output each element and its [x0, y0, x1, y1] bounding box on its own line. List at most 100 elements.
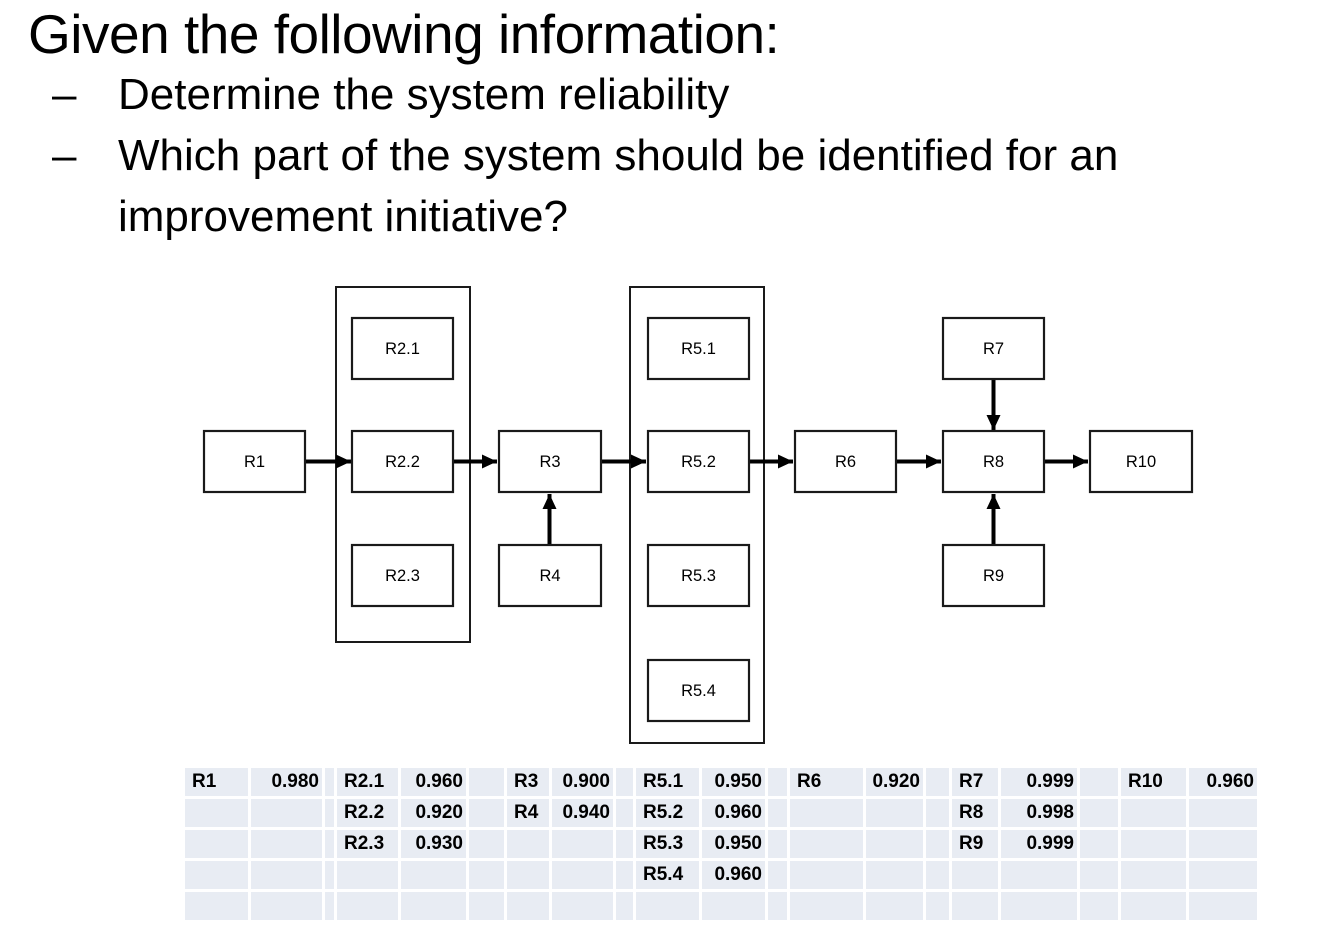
- node-box-r2-3: [350, 543, 455, 608]
- component-label-cell: R2.2: [337, 799, 398, 827]
- component-label-cell: R9: [952, 830, 998, 858]
- table-spacer-cell: [1080, 861, 1118, 889]
- reliability-value-cell: [866, 861, 923, 889]
- table-spacer-cell: [926, 799, 949, 827]
- node-box-r5-3: [646, 543, 751, 608]
- component-label-cell: [337, 861, 398, 889]
- bullet-list: – Determine the system reliability – Whi…: [52, 64, 1304, 247]
- table-spacer-cell: [768, 861, 787, 889]
- component-label-cell: [790, 861, 863, 889]
- parallel-group-r5-box: [629, 286, 765, 744]
- reliability-value-cell: [552, 830, 613, 858]
- node-box-r10: [1088, 429, 1194, 494]
- reliability-value-cell: [1189, 799, 1257, 827]
- reliability-value-cell: [866, 892, 923, 920]
- component-label-cell: [1121, 892, 1186, 920]
- table-spacer-cell: [926, 861, 949, 889]
- reliability-value-cell: 0.999: [1001, 768, 1077, 796]
- component-label-cell: [636, 892, 699, 920]
- component-label-cell: R7: [952, 768, 998, 796]
- node-box-r5-1: [646, 316, 751, 381]
- reliability-value-cell: [1189, 830, 1257, 858]
- table-spacer-cell: [616, 799, 633, 827]
- table-spacer-cell: [1080, 768, 1118, 796]
- reliability-value-cell: 0.998: [1001, 799, 1077, 827]
- table-spacer-cell: [616, 768, 633, 796]
- component-label-cell: [507, 861, 549, 889]
- node-box-r5-4: [646, 658, 751, 723]
- component-label-cell: [337, 892, 398, 920]
- node-label-r9: R9: [983, 567, 1004, 585]
- component-label-cell: R8: [952, 799, 998, 827]
- bullet-item: – Which part of the system should be ide…: [52, 125, 1304, 247]
- component-label-cell: [185, 830, 248, 858]
- node-label-r5-4: R5.4: [681, 682, 716, 700]
- table-spacer-cell: [926, 892, 949, 920]
- node-box-r6: [793, 429, 898, 494]
- component-label-cell: R2.1: [337, 768, 398, 796]
- component-label-cell: [1121, 830, 1186, 858]
- node-box-r4: [497, 543, 603, 608]
- node-label-r4: R4: [539, 567, 560, 585]
- node-label-r8: R8: [983, 453, 1004, 471]
- table-spacer-cell: [469, 861, 504, 889]
- node-box-r8: [941, 429, 1046, 494]
- reliability-block-diagram: R1 R2.1 R2.2 R2.3 R3 R4 R5.1 R5.2 R5.3 R…: [202, 286, 1194, 744]
- node-label-r5-2: R5.2: [681, 453, 716, 471]
- reliability-value-cell: 0.960: [401, 768, 466, 796]
- bullet-text: Which part of the system should be ident…: [118, 131, 1119, 241]
- table-spacer-cell: [469, 892, 504, 920]
- reliability-value-cell: 0.920: [401, 799, 466, 827]
- node-box-r5-2: [646, 429, 751, 494]
- reliability-value-cell: [1189, 861, 1257, 889]
- node-box-r2-2: [350, 429, 455, 494]
- node-label-r5-1: R5.1: [681, 340, 716, 358]
- reliability-value-cell: 0.950: [702, 768, 765, 796]
- node-label-r1: R1: [244, 453, 265, 471]
- reliability-value-cell: [251, 892, 322, 920]
- component-label-cell: R5.1: [636, 768, 699, 796]
- slide-title: Given the following information:: [28, 3, 780, 65]
- node-label-r2-3: R2.3: [385, 567, 420, 585]
- component-label-cell: [507, 830, 549, 858]
- node-box-r1: [202, 429, 307, 494]
- component-label-cell: R10: [1121, 768, 1186, 796]
- component-label-cell: [952, 892, 998, 920]
- node-box-r9: [941, 543, 1046, 608]
- reliability-value-cell: [552, 892, 613, 920]
- component-label-cell: [185, 892, 248, 920]
- table-spacer-cell: [926, 768, 949, 796]
- component-label-cell: R2.3: [337, 830, 398, 858]
- reliability-value-cell: [1189, 892, 1257, 920]
- table-row: [185, 892, 1257, 920]
- reliability-value-cell: 0.920: [866, 768, 923, 796]
- bullet-dash: –: [52, 70, 77, 119]
- component-label-cell: [790, 892, 863, 920]
- reliability-value-cell: [1001, 861, 1077, 889]
- component-label-cell: R1: [185, 768, 248, 796]
- table-spacer-cell: [325, 799, 334, 827]
- reliability-value-cell: [866, 830, 923, 858]
- node-label-r2-1: R2.1: [385, 340, 420, 358]
- table-spacer-cell: [1080, 892, 1118, 920]
- component-label-cell: R3: [507, 768, 549, 796]
- reliability-value-cell: [401, 892, 466, 920]
- reliability-value-cell: [251, 830, 322, 858]
- component-label-cell: R5.2: [636, 799, 699, 827]
- component-label-cell: R5.3: [636, 830, 699, 858]
- table-spacer-cell: [1080, 830, 1118, 858]
- table-spacer-cell: [469, 768, 504, 796]
- table-spacer-cell: [325, 768, 334, 796]
- table-spacer-cell: [768, 799, 787, 827]
- reliability-value-cell: 0.930: [401, 830, 466, 858]
- table-spacer-cell: [616, 830, 633, 858]
- bullet-item: – Determine the system reliability: [52, 64, 1304, 125]
- table-spacer-cell: [768, 830, 787, 858]
- component-label-cell: [185, 799, 248, 827]
- table-spacer-cell: [616, 892, 633, 920]
- bullet-dash: –: [52, 131, 77, 180]
- component-label-cell: R4: [507, 799, 549, 827]
